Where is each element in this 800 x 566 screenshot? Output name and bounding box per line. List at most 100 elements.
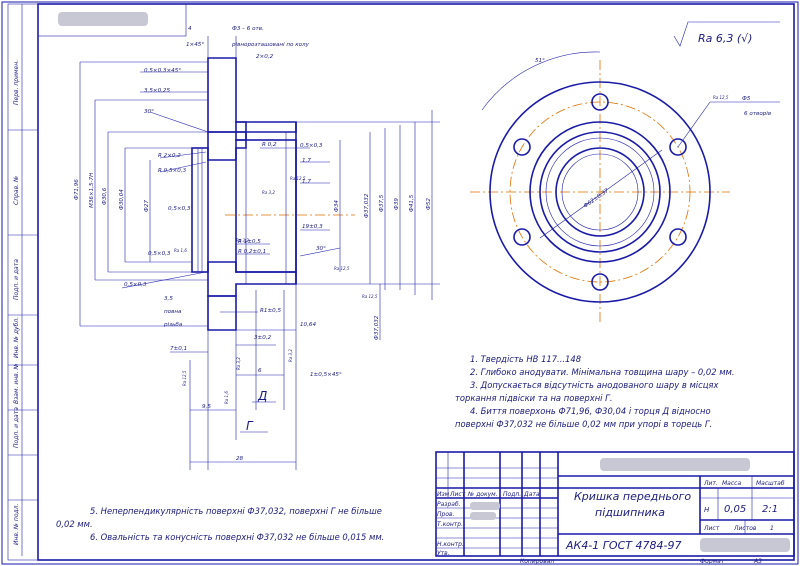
angle-arc: [481, 51, 601, 111]
dim-d4: Ф30,04: [119, 189, 125, 210]
dim-d6: Ф34: [334, 200, 340, 212]
note-3b: торкання підвіски та на поверхні Г.: [455, 393, 612, 403]
bore-circle-inner: [561, 153, 639, 231]
dim-c6: 0,5×0,3: [300, 143, 323, 149]
ra-mark-6: Ra 1,6: [174, 248, 187, 253]
plan-ra: Ra 12,5: [713, 95, 729, 100]
dim-thread-run: 3,5: [164, 296, 173, 302]
side-label-3: Инв. № дубл.: [13, 317, 20, 358]
bolt-hole-5: [513, 228, 531, 246]
side-label-4: Взам. инв. №: [13, 363, 20, 404]
dim-l2: 1,7: [302, 179, 311, 185]
note-4: 4. Биття поверхонь Ф71,96, Ф30,04 і торц…: [470, 406, 711, 416]
dim-d9: Ф39: [394, 198, 400, 210]
note-1: 1. Твердість НВ 117...148: [470, 354, 581, 364]
tb-sheets-label: Листов: [733, 525, 757, 532]
dim-d11: Ф52: [426, 198, 432, 210]
blurred-drawing-number: [600, 458, 750, 471]
ra-mark-4: Ra 1,6: [224, 391, 229, 404]
dim-r6: R1±0,5: [260, 308, 281, 314]
blurred-developer: [470, 502, 500, 510]
dim-d7: Ф37,032: [364, 193, 370, 218]
tb-lit-value: Н: [704, 506, 710, 514]
tb-copied: Копировал: [520, 558, 554, 565]
side-label-6: Инв. № подл.: [13, 504, 20, 545]
dim-r4: R 1±0,5: [238, 239, 261, 245]
dim-l5: 3±0,2: [254, 335, 272, 341]
notes-right: 1. Твердість НВ 117...148 2. Глибоко ано…: [455, 354, 735, 429]
bolt-hole-6: [513, 138, 531, 156]
notes-left: 5. Неперпендикулярність поверхні Ф37,032…: [56, 506, 384, 542]
bolt-hole-1: [591, 93, 609, 111]
ra-mark-10: Ra 12,5: [362, 294, 378, 299]
ra-mark-7: Ra 3,2: [236, 238, 249, 243]
dim-c3: 0,5×0,3×45°: [144, 68, 181, 74]
surface-g-label: Г: [246, 419, 254, 433]
dim-holes: Ф3 – 6 отв.: [232, 26, 264, 32]
dim-d3: Ф30,6: [102, 187, 108, 205]
tb-scale-value: 2:1: [762, 504, 778, 515]
ra-mark-8: Ra 12,5: [290, 176, 306, 181]
tb-col-sign: Подп.: [503, 491, 521, 498]
dim-r3: R 0,5×0,3: [158, 168, 187, 174]
note-5: 5. Неперпендикулярність поверхні Ф37,032…: [90, 506, 382, 516]
dim-chamfer1: 1×45°: [186, 42, 204, 48]
ra-mark-9: Ra 3,2: [262, 190, 275, 195]
dim-l6: 7±0,1: [170, 346, 187, 352]
tb-lit-label: Лит.: [703, 480, 718, 487]
side-label-5: Подп. и дата: [13, 407, 20, 448]
hub-circle-3: [545, 137, 655, 247]
tb-scale-label: Масштаб: [756, 480, 785, 487]
roughness-label: Ra 6,3 (√): [698, 32, 752, 45]
general-roughness: Ra 6,3 (√): [673, 21, 780, 47]
dim-thread-run3: різьба: [163, 322, 183, 328]
dim-l3: 19±0,3: [302, 224, 323, 230]
part-name-1: Кришка переднього: [574, 490, 691, 503]
blurred-stamp-text: [58, 12, 148, 26]
note-3: 3. Допускається відсутність анодованого …: [470, 380, 719, 390]
note-5b: 0,02 мм.: [56, 519, 93, 529]
outer-flange-circle: [489, 81, 711, 303]
side-label-0: Перв. примен.: [13, 60, 20, 105]
tb-format: Формат: [700, 558, 725, 565]
bolt-hole-3: [669, 228, 687, 246]
dim-top-a: 4: [188, 26, 192, 32]
bolt-hole-2: [669, 138, 687, 156]
blurred-org-name: [700, 538, 790, 552]
ra-mark-2: Ra 3,2: [236, 357, 241, 370]
side-strip: Перв. примен. Справ. № Подп. и дата Инв.…: [7, 3, 39, 561]
hub-circle-2: [539, 131, 661, 253]
tb-mass-value: 0,05: [724, 504, 746, 515]
material-label: АК4-1 ГОСТ 4784-97: [565, 539, 681, 552]
dim-thread-run2: повна: [164, 309, 182, 315]
ra-mark-1: Ra 12,5: [182, 370, 187, 386]
top-stamp: [37, 3, 187, 37]
dim-l9: 28: [236, 456, 244, 462]
dim-d12: Ф37,032: [374, 315, 380, 340]
tb-format-value: А3: [753, 558, 762, 565]
part-name-2: підшипника: [595, 506, 665, 519]
dim-d5: Ф27: [144, 200, 150, 212]
tb-col-izm: Изм: [437, 491, 450, 498]
dim-chamfer2: 2×0,2: [256, 54, 274, 60]
pcd-dim-line: [539, 149, 663, 239]
tb-role-1: Пров.: [437, 511, 455, 518]
side-label-1: Справ. №: [13, 176, 20, 205]
tb-role-3: Н.контр.: [437, 541, 464, 548]
dim-c9: 1±0,5×45°: [310, 372, 342, 378]
surface-d-label: Д: [257, 389, 267, 403]
plan-angle: 51°: [535, 58, 545, 64]
bolt-pcd-circle: [509, 101, 691, 283]
dim-c8: 0,5×0,3: [124, 282, 147, 288]
tb-role-0: Разраб.: [437, 501, 461, 508]
side-label-2: Подп. и дата: [13, 259, 20, 300]
title-block: Изм Лист № докум. Подп. Дата Разраб. Про…: [435, 451, 795, 565]
dim-r2: R 2×0,2: [158, 153, 181, 159]
dim-r5: R 0,2±0,1: [238, 249, 266, 255]
dim-angle30: 30°: [144, 109, 154, 115]
tb-sheet-label: Лист: [703, 525, 720, 532]
dim-holes-note: рівнорозташовані по колу: [231, 42, 310, 48]
tb-mass-label: Масса: [722, 480, 741, 487]
dim-l8: 9,5: [202, 404, 211, 410]
